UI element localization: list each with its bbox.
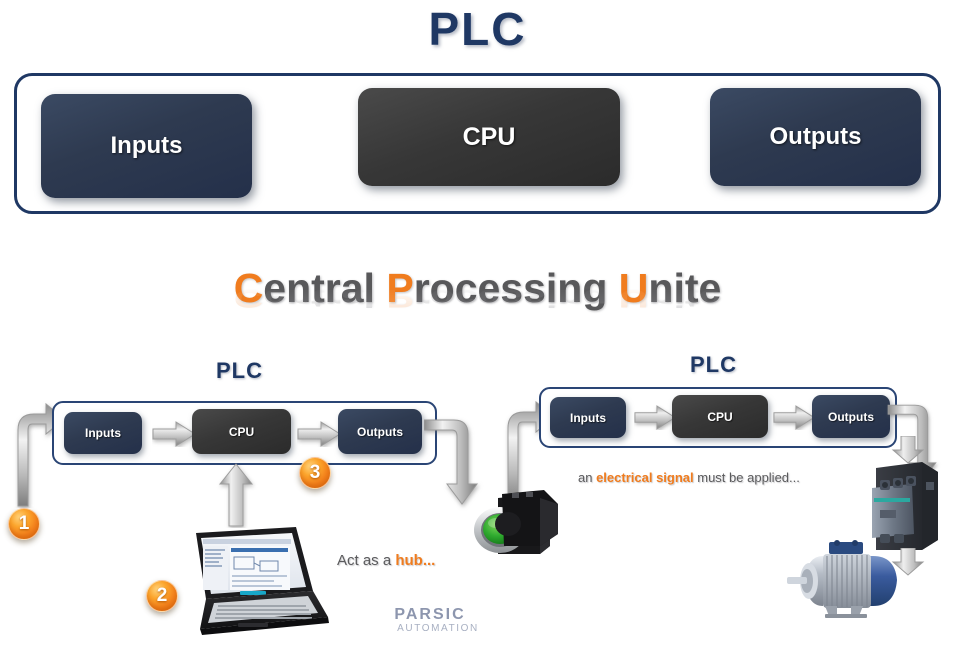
top-box-cpu: CPU bbox=[358, 88, 620, 186]
right-plc-label: PLC bbox=[690, 352, 737, 377]
electric-motor bbox=[787, 540, 897, 618]
left-box-outputs: Outputs bbox=[338, 409, 422, 454]
chevron-right-arrow-icon bbox=[297, 421, 341, 447]
chevron-right-arrow-icon bbox=[773, 405, 815, 430]
section-heading: Central Processing Unite Central Process… bbox=[234, 265, 722, 360]
top-box-outputs: Outputs bbox=[710, 88, 921, 186]
left-caption-accent: hub... bbox=[395, 552, 436, 569]
arrow-down-icon bbox=[891, 436, 925, 464]
heading-part-u: U bbox=[618, 265, 649, 311]
section-heading-reflection: Central Processing Unite bbox=[234, 284, 722, 313]
right-box-inputs-label: Inputs bbox=[570, 410, 606, 425]
right-caption-prefix: an bbox=[578, 470, 597, 485]
parsic-logo-name: PARSIC bbox=[394, 606, 466, 623]
left-diagram: PLC Inputs bbox=[0, 340, 550, 667]
heading-part-c: C bbox=[233, 265, 264, 311]
heading-part-p: P bbox=[386, 265, 414, 311]
right-box-cpu: CPU bbox=[672, 395, 768, 438]
left-caption: Act as a hub... bbox=[337, 552, 435, 569]
right-plc-frame: Inputs CPU Outputs bbox=[539, 387, 897, 448]
right-box-inputs: Inputs bbox=[550, 397, 626, 438]
right-caption-suffix: must be applied... bbox=[693, 470, 800, 485]
top-box-outputs-label: Outputs bbox=[769, 123, 862, 150]
heading-part-rocessing: rocessing bbox=[413, 265, 619, 311]
left-box-inputs-label: Inputs bbox=[85, 426, 121, 440]
arrow-up-icon bbox=[218, 463, 254, 527]
reflect-u: U bbox=[618, 284, 649, 313]
laptop-programming-device bbox=[196, 527, 329, 635]
right-box-cpu-label: CPU bbox=[707, 409, 733, 424]
marker-3: 3 bbox=[299, 457, 331, 489]
heading-part-entral: entral bbox=[263, 265, 387, 311]
marker-2-label: 2 bbox=[156, 585, 168, 606]
reflect-p: P bbox=[386, 284, 414, 313]
parsic-logo-subtitle: AUTOMATION bbox=[397, 623, 479, 634]
chevron-right-arrow-icon bbox=[152, 421, 196, 447]
left-caption-prefix: Act as a bbox=[337, 552, 396, 569]
right-caption: an electrical signal must be applied... bbox=[578, 470, 800, 485]
right-box-outputs: Outputs bbox=[812, 395, 890, 438]
top-box-cpu-label: CPU bbox=[462, 122, 516, 151]
reflect-c: C bbox=[233, 284, 264, 313]
elbow-arrow-right-down-icon bbox=[424, 419, 478, 505]
right-box-outputs-label: Outputs bbox=[828, 409, 874, 424]
left-box-cpu: CPU bbox=[192, 409, 291, 454]
reflect-nite: nite bbox=[648, 284, 722, 313]
contactor bbox=[872, 462, 938, 550]
reflect-rocessing: rocessing bbox=[413, 284, 619, 313]
left-box-outputs-label: Outputs bbox=[357, 424, 403, 439]
marker-1: 1 bbox=[8, 508, 40, 540]
marker-2: 2 bbox=[146, 580, 178, 612]
left-box-inputs: Inputs bbox=[64, 412, 142, 454]
section-heading-wrap: Central Processing Unite Central Process… bbox=[0, 265, 955, 360]
left-plc-label: PLC bbox=[216, 358, 263, 383]
parsic-logo: PARSIC AUTOMATION bbox=[370, 607, 490, 634]
arrow-down-icon bbox=[891, 548, 925, 576]
reflect-entral: entral bbox=[263, 284, 387, 313]
page-title: PLC bbox=[428, 3, 527, 55]
heading-part-nite: nite bbox=[648, 265, 722, 311]
top-box-inputs: Inputs bbox=[41, 94, 252, 198]
right-diagram: PLC Inputs CPU Outputs bbox=[490, 340, 955, 667]
left-box-cpu-label: CPU bbox=[228, 424, 255, 439]
right-caption-accent: electrical signal bbox=[596, 470, 694, 485]
top-box-inputs-label: Inputs bbox=[110, 132, 183, 159]
left-plc-frame: Inputs CPU O bbox=[52, 401, 437, 465]
marker-1-label: 1 bbox=[18, 513, 30, 534]
chevron-right-arrow-icon bbox=[634, 405, 676, 430]
black-push-button bbox=[495, 490, 558, 546]
marker-3-label: 3 bbox=[309, 462, 321, 483]
plc-outer-frame-top: Inputs CPU Outputs bbox=[14, 73, 941, 214]
